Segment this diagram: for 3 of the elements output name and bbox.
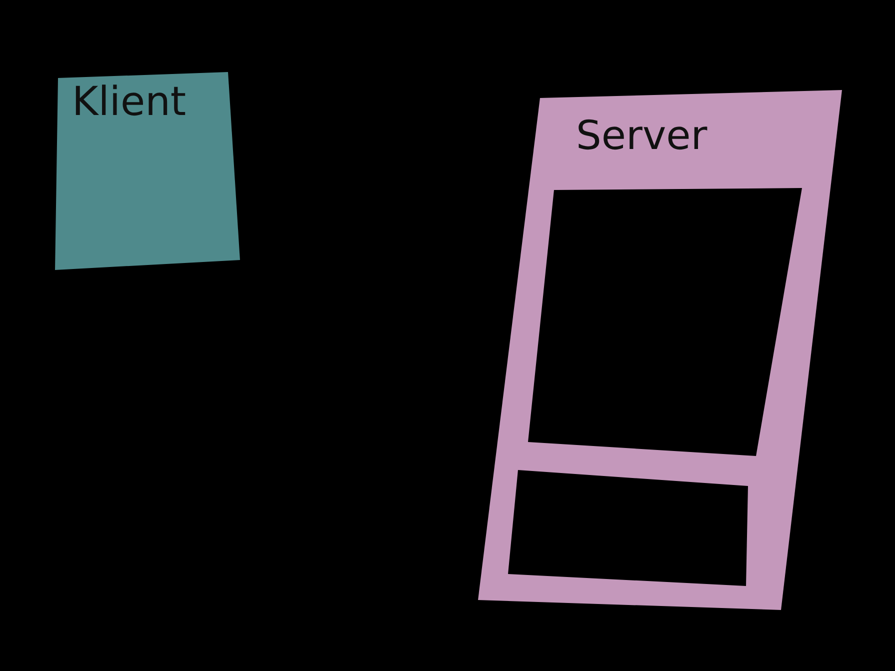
empty-panel: [526, 186, 804, 458]
box-title: Klient: [72, 82, 186, 122]
box-title: Server: [576, 116, 708, 156]
